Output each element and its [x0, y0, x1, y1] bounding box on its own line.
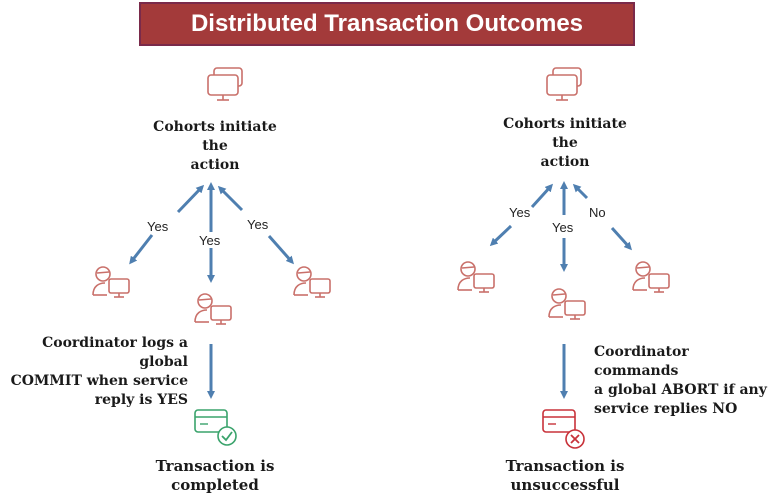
right-vote-1: Yes — [509, 205, 531, 220]
right-note: Coordinator commands a global ABORT if a… — [594, 344, 767, 417]
arrow-up-left — [176, 184, 205, 214]
right-top-label: Cohorts initiate the action — [503, 116, 627, 170]
arrow-down-left — [129, 234, 154, 265]
right-outcome: Transaction is unsuccessful — [505, 457, 625, 494]
user-computer-icon — [548, 288, 586, 320]
diagram-title: Distributed Transaction Outcomes — [190, 10, 584, 37]
arrow-up-left — [530, 183, 554, 209]
right-vote-2: Yes — [552, 220, 574, 235]
arrow-up-right — [572, 183, 589, 200]
left-note: Coordinator logs a global COMMIT when se… — [10, 335, 188, 408]
left-vote-3: Yes — [247, 217, 269, 232]
left-outcome: Transaction is completed — [155, 457, 275, 494]
arrow-up-right — [217, 185, 244, 212]
left-top-label: Cohorts initiate the action — [153, 119, 277, 173]
user-computer-icon — [194, 293, 232, 325]
user-computer-icon — [92, 266, 130, 298]
monitor-icon — [207, 67, 243, 101]
left-vote-1: Yes — [147, 219, 169, 234]
title-banner: Distributed Transaction Outcomes — [139, 2, 635, 46]
user-computer-icon — [293, 266, 331, 298]
arrow-down-right — [610, 226, 633, 251]
user-computer-icon — [457, 261, 495, 293]
card-cross-icon — [542, 409, 585, 449]
user-computer-icon — [632, 261, 670, 293]
card-check-icon — [194, 409, 237, 446]
right-vote-3: No — [589, 205, 606, 220]
monitor-icon — [546, 67, 582, 101]
arrow-down-right — [267, 235, 294, 265]
arrow-down-left — [489, 224, 513, 247]
left-vote-2: Yes — [199, 233, 221, 248]
